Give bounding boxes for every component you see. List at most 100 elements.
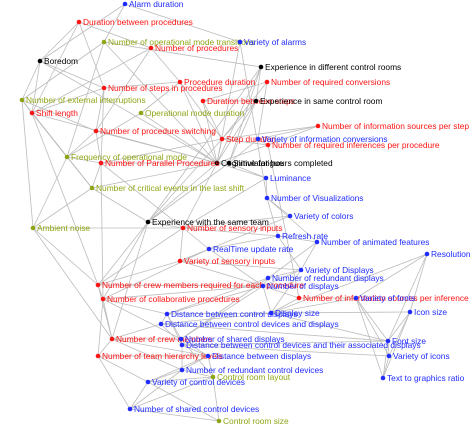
graph-edge <box>95 130 218 164</box>
node-realtime-update-rate: RealTime update rate <box>206 244 294 254</box>
node-label: Step duration <box>226 134 276 144</box>
node-control-room-size: Control room size <box>216 416 289 426</box>
node-dot <box>29 110 35 116</box>
graph-edge <box>160 323 389 342</box>
graph-edge <box>39 21 80 62</box>
node-dot <box>177 258 183 264</box>
graph-edge <box>267 269 302 279</box>
node-label: Cognitive fatigue <box>221 158 284 168</box>
graph-edge <box>216 144 269 164</box>
node-label: Number of displays <box>267 281 339 291</box>
graph-edge <box>102 285 264 300</box>
graph-edge <box>160 312 272 325</box>
graph-edge <box>355 297 384 379</box>
graph-edge <box>179 81 218 164</box>
graph-edge <box>208 235 279 250</box>
graph-edge <box>262 285 300 299</box>
graph-edge <box>270 269 302 314</box>
graph-edge <box>129 376 214 410</box>
graph-edge <box>147 100 257 223</box>
node-cognitive-fatigue: Cognitive fatigue <box>214 158 284 168</box>
graph-edge <box>21 99 97 132</box>
graph-edge <box>221 138 269 146</box>
node-num-external-interruptions: Number of external interruptions <box>19 95 146 105</box>
node-dot <box>158 321 164 327</box>
node-label: Variety of colors <box>294 211 353 221</box>
node-label: Display size <box>275 308 320 318</box>
node-num-team-hierarchy: Number of team hierarchy levels <box>95 351 223 361</box>
node-variety-displays: Variety of Displays <box>298 265 374 275</box>
node-num-info-sources-per-inference: Number of information sources per infere… <box>296 293 469 303</box>
graph-edge <box>239 41 268 199</box>
graph-edge <box>266 197 318 243</box>
graph-edge <box>387 253 428 342</box>
node-num-required-conversions: Number of required conversions <box>264 77 390 87</box>
node-label: Number of redundant control devices <box>186 365 323 375</box>
graph-edge <box>78 21 105 89</box>
graph-edge <box>66 112 142 158</box>
node-icon-size: Icon size <box>407 307 447 317</box>
node-variety-sensory-inputs: Variety of sensory inputs <box>177 256 275 266</box>
node-dist-between-control-displays: Distance between control displays <box>164 309 298 319</box>
edge-layer <box>21 3 428 422</box>
node-label: Variety of icons <box>393 351 450 361</box>
graph-edge <box>221 81 268 140</box>
node-label: Control room layout <box>217 372 291 382</box>
node-dot <box>264 79 270 85</box>
node-dot <box>237 39 243 45</box>
graph-edge <box>66 156 102 164</box>
node-dot <box>98 160 104 166</box>
graph-edge <box>100 162 184 229</box>
graph-edge <box>66 130 97 158</box>
node-duration-between-procedures: Duration between procedures <box>76 17 193 27</box>
graph-edge <box>202 81 268 102</box>
graph-edge <box>382 340 389 379</box>
node-dot <box>205 353 211 359</box>
node-variety-icons: Variety of icons <box>386 351 450 361</box>
node-num-parallel-procedures: Number of Parallel Procedures <box>98 158 220 168</box>
node-dot <box>101 85 107 91</box>
node-control-room-layout: Control room layout <box>210 372 291 382</box>
graph-edge <box>31 112 99 286</box>
node-label: Shift length <box>36 108 78 118</box>
graph-edge <box>102 298 113 340</box>
node-num-steps-procedures: Number of steps in procedures <box>101 83 223 93</box>
graph-edge <box>270 297 357 314</box>
node-dot <box>265 142 271 148</box>
graph-edge <box>257 125 319 140</box>
node-label: Number of Parallel Procedures <box>105 158 220 168</box>
node-label: Experience in different control rooms <box>265 62 401 72</box>
node-dot <box>210 374 216 380</box>
node-exp-same-team: Experience with the same team <box>145 217 269 227</box>
node-label: Operational mode duration <box>145 108 245 118</box>
graph-edge <box>147 376 214 383</box>
graph-edge <box>160 323 183 346</box>
node-dot <box>214 160 220 166</box>
node-label: Duration between steps <box>207 96 295 106</box>
graph-edge <box>181 340 389 346</box>
node-dot <box>264 195 270 201</box>
graph-edge <box>181 344 390 357</box>
graph-edge <box>228 100 257 164</box>
node-num-info-sources-per-step: Number of information sources per step <box>315 121 469 131</box>
node-dot <box>268 310 274 316</box>
node-label: Number of shared control devices <box>134 404 259 414</box>
node-dot <box>180 225 186 231</box>
graph-edge <box>180 277 269 340</box>
node-num-collaborative-procedures: Number of collaborative procedures <box>100 294 240 304</box>
node-label: Experience with the same team <box>152 217 269 227</box>
graph-edge <box>207 355 214 378</box>
node-label: Number of required conversions <box>271 77 390 87</box>
node-num-operational-mode-transitions: Number of operational mode transitions <box>101 37 255 47</box>
graph-edge <box>78 21 152 49</box>
graph-edge <box>95 130 102 164</box>
node-dot <box>216 418 222 424</box>
node-label: Experience in same control room <box>260 96 382 106</box>
graph-edge <box>111 338 183 371</box>
node-num-critical-events: Number of critical events in the last sh… <box>89 183 245 193</box>
graph-edge <box>147 221 184 229</box>
graph-edge <box>166 285 264 315</box>
graph-edge <box>228 162 267 179</box>
graph-edge <box>32 227 99 286</box>
